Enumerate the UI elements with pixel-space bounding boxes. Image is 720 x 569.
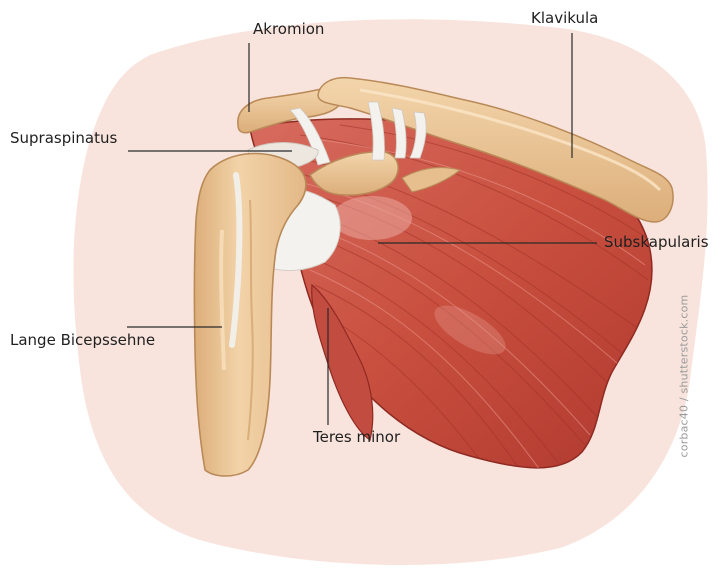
label-akromion: Akromion — [253, 22, 324, 37]
label-supraspinatus: Supraspinatus — [10, 131, 117, 146]
label-lange-bicepssehne: Lange Bicepssehne — [10, 333, 155, 348]
label-klavikula: Klavikula — [531, 11, 598, 26]
image-credit: corbac40 / shutterstock.com — [678, 295, 691, 458]
label-subskapularis: Subskapularis — [604, 235, 709, 250]
label-teres-minor: Teres minor — [313, 430, 400, 445]
